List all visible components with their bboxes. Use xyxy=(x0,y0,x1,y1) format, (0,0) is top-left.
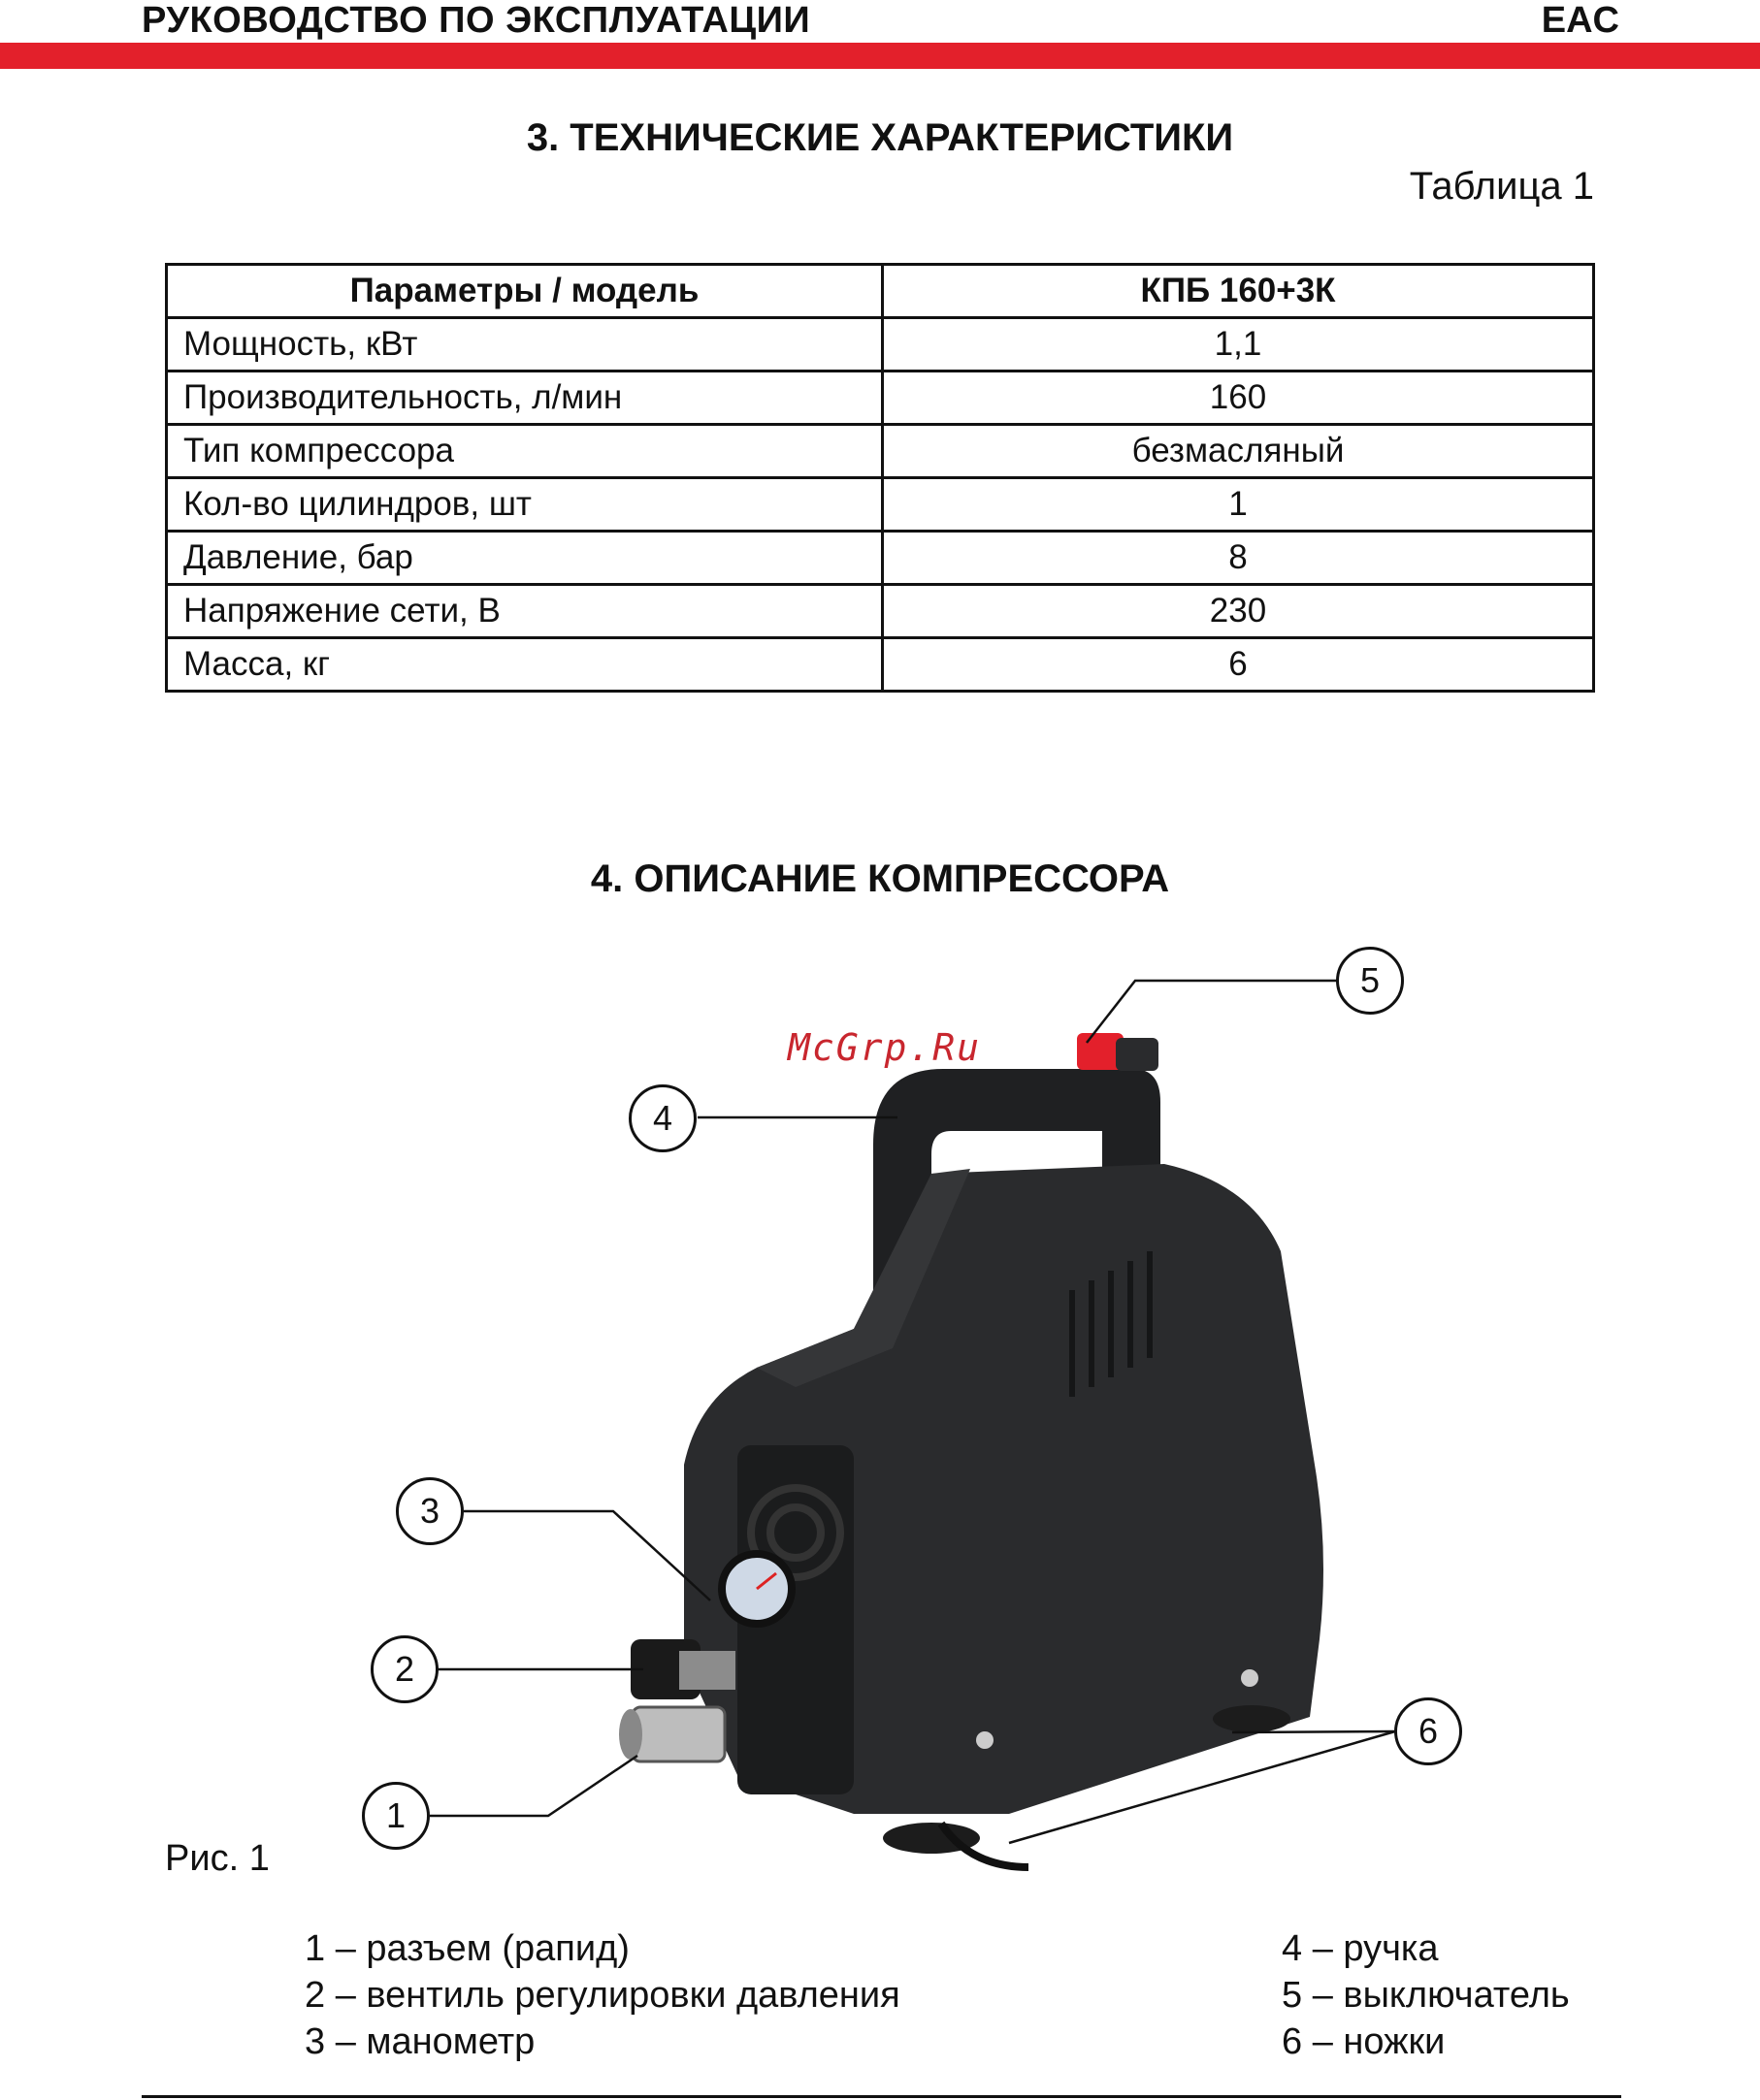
specs-table: Параметры / модель КПБ 160+3К Мощность, … xyxy=(165,263,1595,693)
table-label: Таблица 1 xyxy=(1409,165,1594,208)
param-cell: Кол-во цилиндров, шт xyxy=(165,476,884,533)
manual-title: РУКОВОДСТВО ПО ЭКСПЛУАТАЦИИ xyxy=(142,0,811,41)
legend-item: 4 – ручка xyxy=(1282,1928,1439,1969)
header-accent-bar xyxy=(0,43,1760,69)
callout-6: 6 xyxy=(1394,1697,1462,1765)
legend-item: 1 – разъем (рапид) xyxy=(305,1928,630,1969)
legend-item: 5 – выключатель xyxy=(1282,1975,1570,2016)
table-row: Масса, кг 6 xyxy=(165,636,1595,693)
foot-shape xyxy=(1213,1705,1290,1732)
callout-1: 1 xyxy=(362,1782,430,1850)
callout-2: 2 xyxy=(371,1635,439,1703)
value-cell: 8 xyxy=(881,530,1595,586)
param-cell: Производительность, л/мин xyxy=(165,370,884,426)
section-4-title: 4. ОПИСАНИЕ КОМПРЕССОРА xyxy=(590,857,1170,900)
column-header: Параметры / модель xyxy=(165,263,884,319)
callout-5: 5 xyxy=(1336,947,1404,1015)
section-3-title: 3. ТЕХНИЧЕСКИЕ ХАРАКТЕРИСТИКИ xyxy=(526,116,1234,159)
param-cell: Масса, кг xyxy=(165,636,884,693)
table-row: Напряжение сети, В 230 xyxy=(165,583,1595,639)
legend-item: 3 – манометр xyxy=(305,2021,536,2062)
value-cell: 6 xyxy=(881,636,1595,693)
switch-button xyxy=(1077,1033,1124,1070)
param-cell: Мощность, кВт xyxy=(165,316,884,372)
table-header-row: Параметры / модель КПБ 160+3К xyxy=(165,263,1595,319)
table-row: Кол-во цилиндров, шт 1 xyxy=(165,476,1595,533)
value-cell: 230 xyxy=(881,583,1595,639)
legend-item: 2 – вентиль регулировки давления xyxy=(305,1975,900,2016)
param-cell: Напряжение сети, В xyxy=(165,583,884,639)
table-row: Тип компрессора безмасляный xyxy=(165,423,1595,479)
footer-rule xyxy=(142,2095,1621,2098)
legend-item: 6 – ножки xyxy=(1282,2021,1446,2062)
value-cell: 1,1 xyxy=(881,316,1595,372)
column-header: КПБ 160+3К xyxy=(881,263,1595,319)
fan-grille-shape xyxy=(737,1445,854,1794)
vent-slots xyxy=(1069,1251,1153,1397)
callout-3: 3 xyxy=(396,1477,464,1545)
value-cell: 1 xyxy=(881,476,1595,533)
param-cell: Давление, бар xyxy=(165,530,884,586)
handle-shape xyxy=(873,1069,1160,1314)
figure-caption: Рис. 1 xyxy=(165,1838,270,1879)
table-row: Давление, бар 8 xyxy=(165,530,1595,586)
table-row: Производительность, л/мин 160 xyxy=(165,370,1595,426)
param-cell: Тип компрессора xyxy=(165,423,884,479)
value-cell: безмасляный xyxy=(881,423,1595,479)
compressor-illustration xyxy=(619,1033,1323,1871)
eac-mark: EAC xyxy=(1541,0,1619,41)
table-row: Мощность, кВт 1,1 xyxy=(165,316,1595,372)
value-cell: 160 xyxy=(881,370,1595,426)
callout-4: 4 xyxy=(629,1084,697,1152)
watermark-text: McGrp.Ru xyxy=(788,1026,982,1069)
